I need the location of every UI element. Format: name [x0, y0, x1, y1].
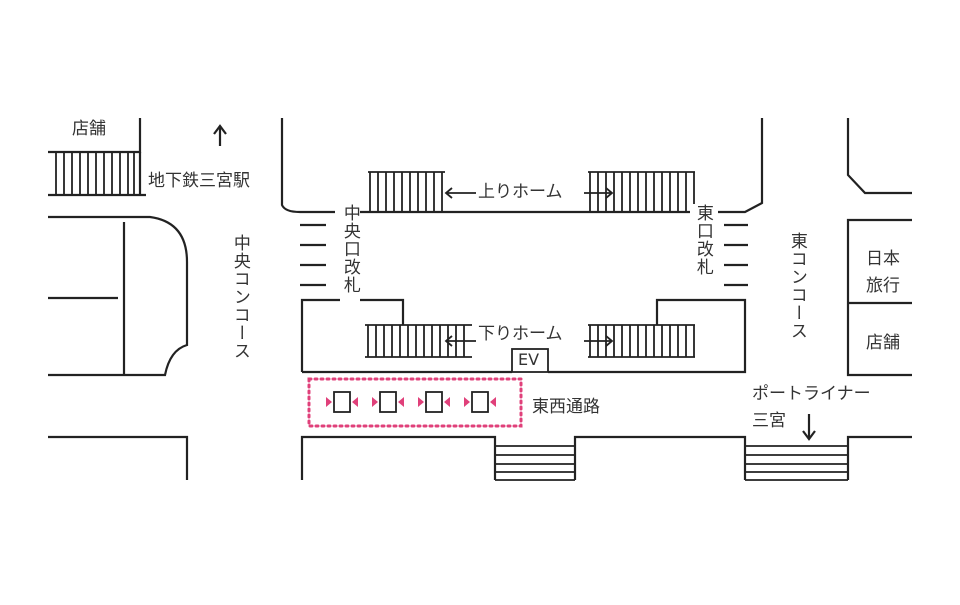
gate-icon [372, 391, 404, 413]
gate-icon [326, 391, 358, 413]
stairs-top-left [55, 152, 135, 195]
port-liner-sannomiya-label: 三宮 [752, 411, 786, 431]
east-gate-label: 東口改札 [692, 204, 713, 276]
stairs-bottom [495, 445, 848, 481]
left-block [48, 215, 189, 480]
arrow-right-icon [584, 187, 614, 347]
gate-lines-east [724, 223, 748, 287]
east-west-passage-label: 東西通路 [532, 397, 600, 417]
store-right-label: 店舗 [866, 333, 900, 353]
east-concourse-label: 東コンコース [786, 232, 807, 340]
elevator-box [511, 348, 549, 373]
arrow-down-icon [802, 414, 816, 441]
subway-station-label: 地下鉄三宮駅 [148, 171, 250, 191]
gate-icon [418, 391, 450, 413]
right-block [846, 118, 912, 377]
arrow-left-icon [444, 187, 476, 347]
gate-lines-central [300, 223, 326, 287]
elevator-label: EV [518, 350, 540, 369]
arrow-up-icon [213, 124, 227, 146]
gate-icon [464, 391, 496, 413]
bottom-walls [300, 435, 912, 480]
stairs-up-platform [368, 171, 695, 213]
down-platform-label: 下りホーム [478, 324, 563, 344]
east-west-passage-highlight [307, 377, 523, 428]
ticket-gate-icons [326, 391, 496, 413]
central-gate-label: 中央口改札 [339, 204, 360, 294]
travel-agency-label: 日本旅行 [866, 249, 900, 297]
central-concourse-label: 中央コンコース [229, 234, 250, 360]
store-label: 店舗 [72, 119, 106, 139]
up-platform-label: 上りホーム [478, 182, 563, 202]
port-liner-label: ポートライナー [752, 384, 871, 404]
